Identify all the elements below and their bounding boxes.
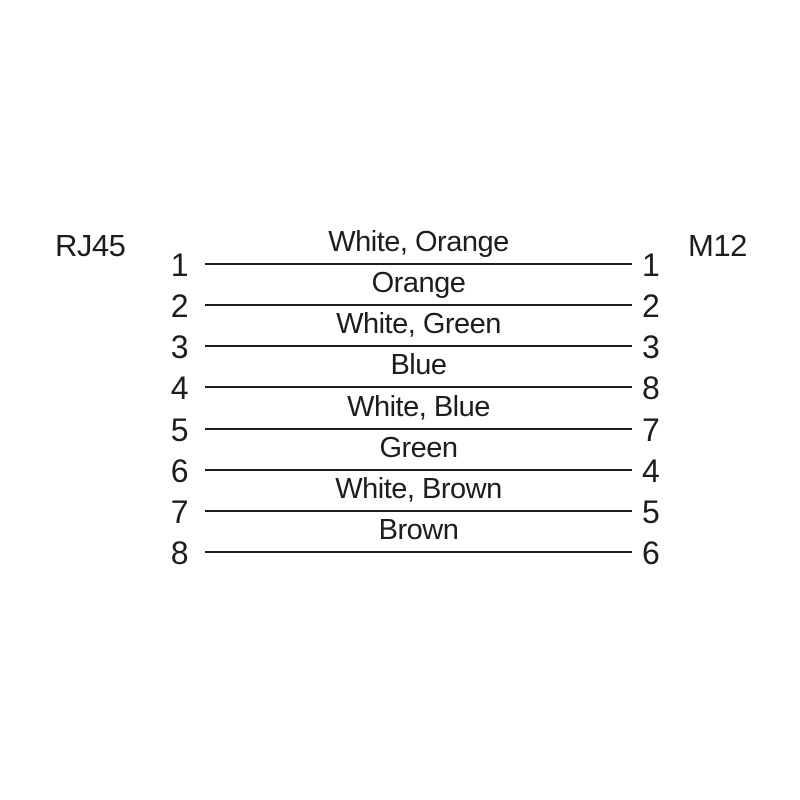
wire-color-label: White, Blue xyxy=(347,391,490,423)
wire-line xyxy=(205,345,632,347)
wire-line xyxy=(205,304,632,306)
right-connector-label: M12 xyxy=(688,228,747,263)
wire-color-label: Brown xyxy=(378,514,459,546)
wire-line xyxy=(205,510,632,512)
right-pin-number: 3 xyxy=(642,329,660,365)
wire-line xyxy=(205,469,632,471)
left-pin-number: 6 xyxy=(170,453,189,489)
left-pin-number: 4 xyxy=(170,370,189,406)
right-pin-number: 7 xyxy=(642,412,660,448)
wire-line xyxy=(205,263,632,265)
right-pin-number: 5 xyxy=(642,494,660,530)
right-pin-number: 8 xyxy=(642,370,660,406)
wire-color-label: White, Green xyxy=(336,308,501,340)
right-pin-number: 2 xyxy=(642,288,660,324)
right-pin-number: 4 xyxy=(642,453,660,489)
left-connector-label: RJ45 xyxy=(55,228,126,263)
left-pin-number: 1 xyxy=(170,247,189,283)
wire-color-label: White, Orange xyxy=(328,226,509,258)
wire-line xyxy=(205,551,632,553)
right-pin-number: 1 xyxy=(642,247,660,283)
wire-color-label: Orange xyxy=(371,267,466,299)
right-pin-number: 6 xyxy=(642,535,660,571)
left-pin-number: 7 xyxy=(170,494,189,530)
wire-color-label: White, Brown xyxy=(335,473,502,505)
wire-color-label: Green xyxy=(379,432,458,464)
wire-line xyxy=(205,428,632,430)
left-pin-number: 8 xyxy=(170,535,189,571)
left-pin-number: 2 xyxy=(170,288,189,324)
wire-line xyxy=(205,386,632,388)
left-pin-number: 3 xyxy=(170,329,189,365)
wire-color-label: Blue xyxy=(390,349,447,381)
left-pin-number: 5 xyxy=(170,412,189,448)
